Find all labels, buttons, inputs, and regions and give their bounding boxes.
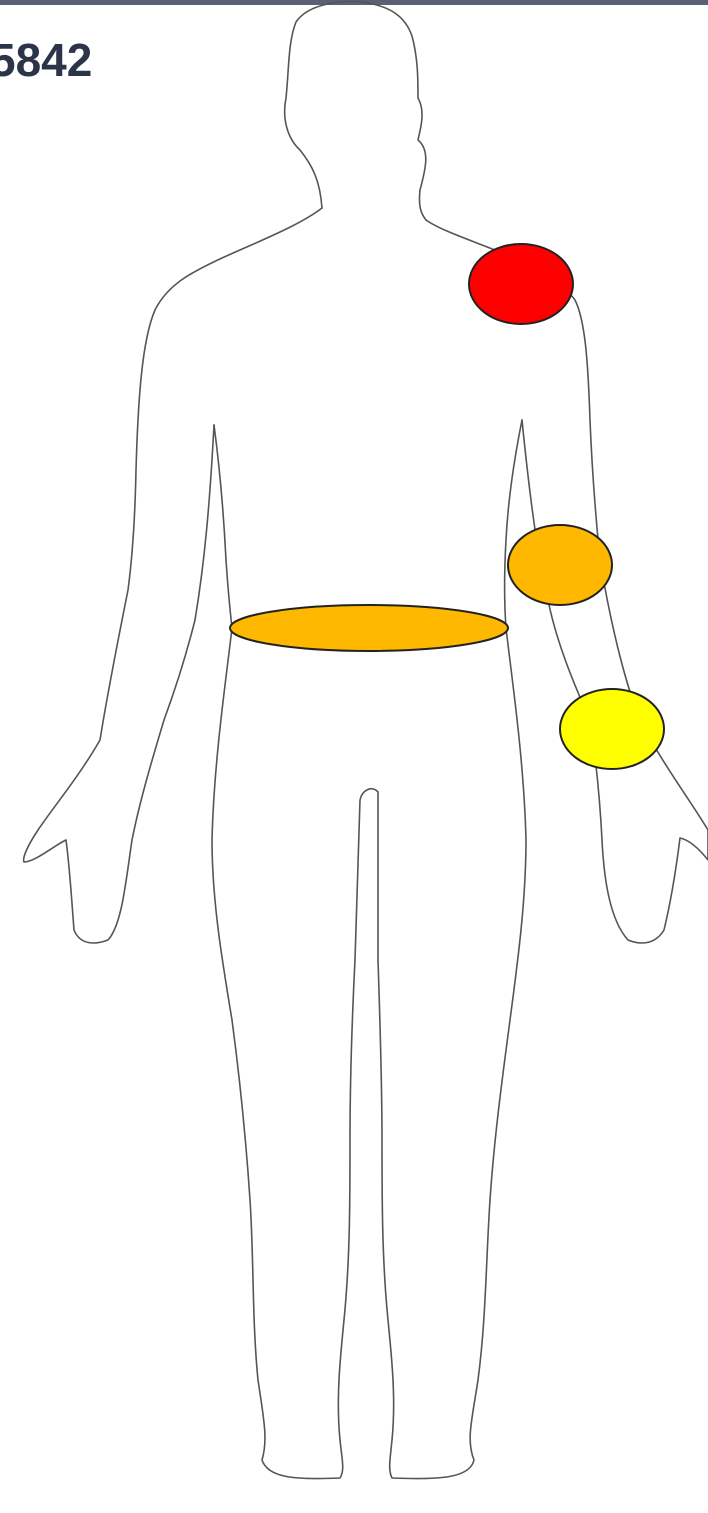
left-leg-outline — [212, 628, 378, 1479]
left-side-outline — [24, 208, 322, 943]
left-elbow-marker — [508, 525, 612, 605]
left-shoulder-marker — [469, 244, 573, 324]
right-torso-inner-outline — [505, 420, 523, 628]
waist-band-marker — [230, 605, 508, 651]
left-wrist-marker — [560, 689, 664, 769]
right-leg-outline — [378, 628, 526, 1479]
left-torso-inner-outline — [214, 425, 232, 628]
head-outline — [285, 2, 426, 220]
